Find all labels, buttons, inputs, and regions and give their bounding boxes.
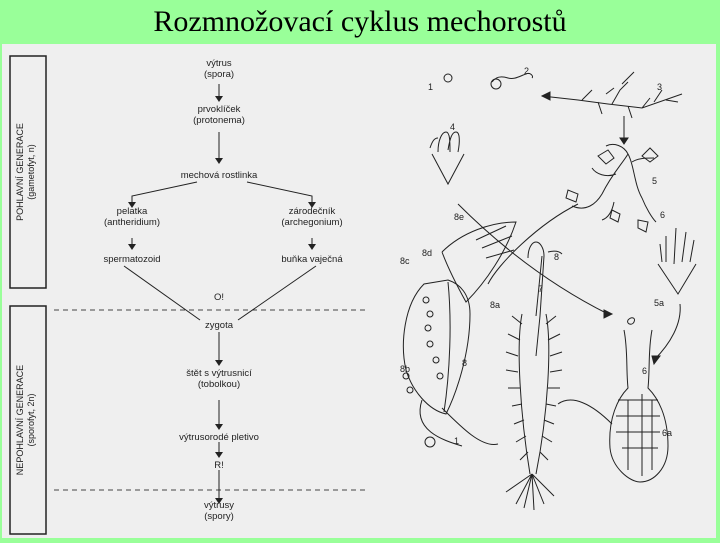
life-cycle-diagram: výtrus(spora) prvoklíček(protonema) mechov… xyxy=(9,55,697,535)
figure-label: 8 xyxy=(462,358,467,368)
figure-label: 8e xyxy=(454,212,464,222)
flow-antheridium-label: pelatka xyxy=(117,206,148,217)
flow-sporogenous-label: výtrusorodé pletivo xyxy=(179,432,259,443)
figure-label: 5 xyxy=(652,176,657,186)
figure-label: 6 xyxy=(660,210,665,220)
released-spore-drawing xyxy=(424,436,436,448)
figure-label: 3 xyxy=(657,82,662,92)
sidebar-gametophyte-label: POHLAVNÍ GENERACE xyxy=(15,123,25,221)
capsule-drawing xyxy=(441,221,517,303)
gametophore-drawing xyxy=(571,143,657,223)
sidebar-gametophyte-label: (gametofyt, n) xyxy=(26,144,36,200)
flow-archegonium-label: zárodečník xyxy=(289,206,336,217)
flow-protonema-label: (protonema) xyxy=(193,115,245,126)
flow-meiosis-label: R! xyxy=(214,460,224,471)
flow-protonema-label: prvoklíček xyxy=(198,104,241,115)
figure-label: 8b xyxy=(400,364,410,374)
flow-arrowheads xyxy=(128,96,316,504)
flow-spore-top-label: (spora) xyxy=(204,69,234,80)
archegonium-embryo-drawing xyxy=(609,329,669,483)
antheridia-drawing xyxy=(429,131,465,186)
flow-fertilization-label: O! xyxy=(214,292,224,303)
archegonia-drawing xyxy=(657,227,697,295)
flow-spores-label: (spory) xyxy=(204,511,234,522)
protonema-drawing xyxy=(541,71,683,119)
spermatozoid-drawing xyxy=(627,317,635,325)
figure-label: 8 xyxy=(554,252,559,262)
sidebar-sporophyte-label: NEPOHLAVNÍ GENERACE xyxy=(15,365,25,475)
diagram-panel: výtrus(spora) prvoklíček(protonema) mechov… xyxy=(2,44,716,538)
spore-drawing xyxy=(443,73,453,83)
flow-plant-label: mechová rostlinka xyxy=(181,170,258,181)
figure-label: 8c xyxy=(400,256,410,266)
figure-label: 5a xyxy=(654,298,664,308)
flow-spores-label: výtrusy xyxy=(204,500,234,511)
rhizoids-drawing xyxy=(505,473,555,511)
flow-zygote-label: zygota xyxy=(205,320,234,331)
sidebar-sporophyte-label: (sporofyt, 2n) xyxy=(26,393,36,446)
figure-label: 4 xyxy=(450,122,455,132)
figure-label: 6 xyxy=(642,366,647,376)
flow-seta-label: štět s výtrusnicí xyxy=(186,368,252,379)
flow-egg-label: buňka vaječná xyxy=(281,254,343,265)
gametophyte-box xyxy=(9,55,47,289)
flow-spore-top-label: výtrus xyxy=(206,58,232,69)
flow-archegonium-label: (archegonium) xyxy=(281,217,342,228)
sporophyte-drawing xyxy=(527,241,545,357)
flow-seta-label: (tobolkou) xyxy=(198,379,240,390)
figure-label: 1 xyxy=(454,436,459,446)
flow-spermatozoid-label: spermatozoid xyxy=(103,254,160,265)
moss-illustrations xyxy=(402,71,697,511)
capsule-section-drawing xyxy=(402,279,471,415)
flow-antheridium-label: (antheridium) xyxy=(104,217,160,228)
figure-label: 8d xyxy=(422,248,432,258)
germinating-spore-drawing xyxy=(491,73,533,83)
sporophyte-box xyxy=(9,305,47,535)
figure-label: 8a xyxy=(490,300,500,310)
figure-label: 2 xyxy=(524,66,529,76)
figure-label: 1 xyxy=(428,82,433,92)
slide-title: Rozmnožovací cyklus mechorostů xyxy=(153,5,567,38)
figure-label: 7 xyxy=(538,284,543,294)
leafy-shoot-drawing xyxy=(518,313,550,475)
